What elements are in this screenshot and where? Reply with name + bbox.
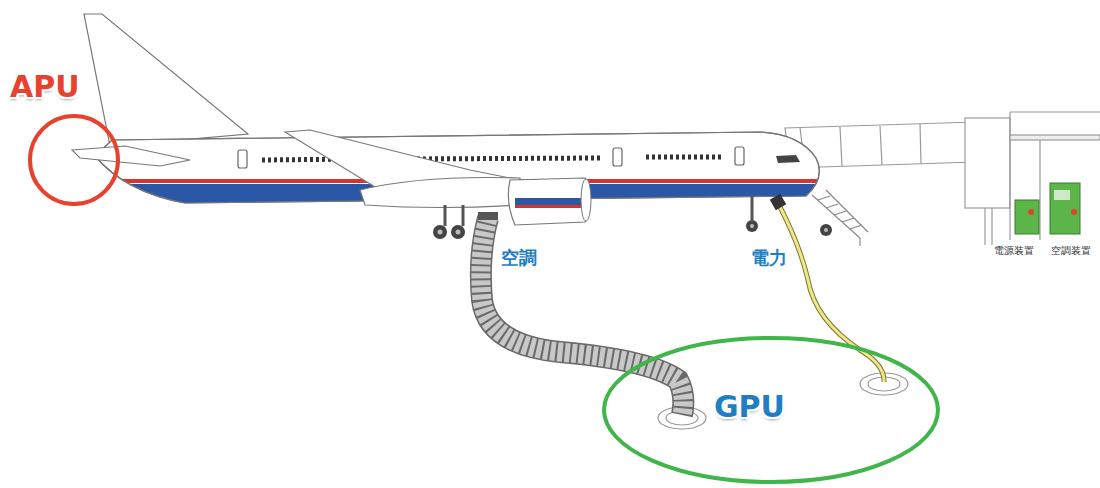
ground-units: [1015, 183, 1080, 234]
apu-callout-circle: APU: [28, 114, 120, 206]
power-label: 電力: [750, 246, 788, 270]
power-unit-label: 電源装置: [993, 244, 1035, 258]
apu-callout-circle-outline: [28, 114, 120, 206]
apu-label: APU: [10, 72, 80, 102]
gpu-callout-ellipse: GPU: [602, 336, 940, 484]
air-unit-label: 空調装置: [1050, 244, 1092, 258]
air-conditioning-label: 空調: [500, 246, 538, 270]
gpu-label: GPU: [714, 392, 785, 422]
